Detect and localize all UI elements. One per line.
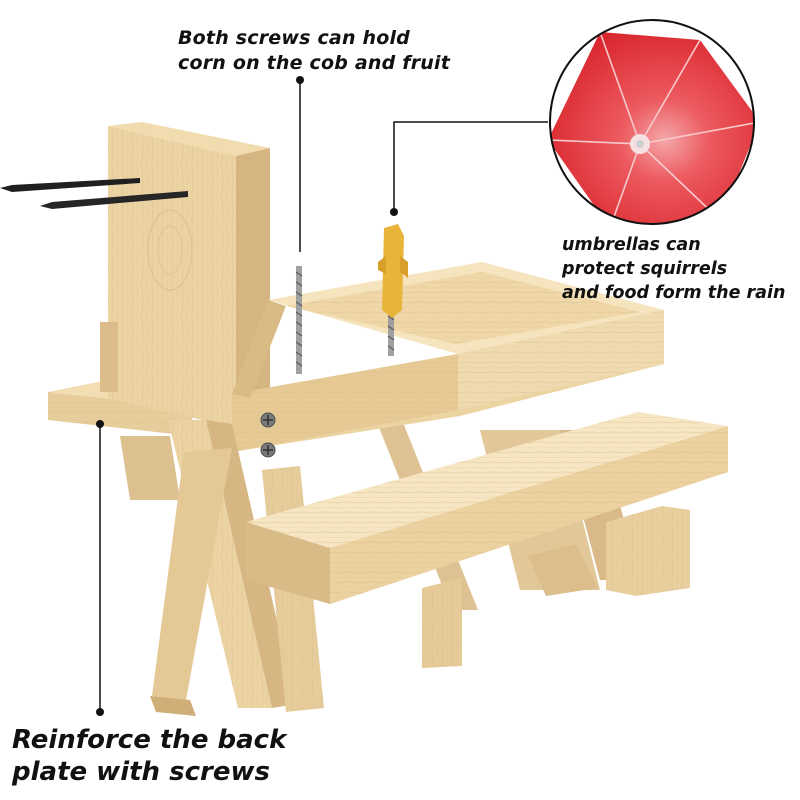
callout-screws-line1: Both screws can hold [178,27,410,49]
callout-reinforce-line2: plate with screws [12,757,270,787]
tray-screws [295,224,408,374]
callout-reinforce: Reinforce the back plate with screws [12,724,286,788]
callout-screws: Both screws can hold corn on the cob and… [178,26,450,76]
table-tray [232,262,664,452]
leader-lines [96,76,548,716]
bench-supports [422,506,690,668]
callout-umbrella-line3: and food form the rain [562,283,786,303]
callout-screws-line2: corn on the cob and fruit [178,52,450,74]
callout-umbrella-line2: protect squirrels [562,259,728,279]
callout-reinforce-line1: Reinforce the back [12,725,287,755]
front-bench [246,412,728,604]
reinforcement-screws [260,412,276,458]
back-plate [100,122,270,428]
callout-umbrella-line1: umbrellas can [562,235,701,255]
umbrella-inset [549,19,755,225]
callout-umbrella: umbrellas can protect squirrels and food… [562,233,785,305]
spike-screws [0,178,188,209]
